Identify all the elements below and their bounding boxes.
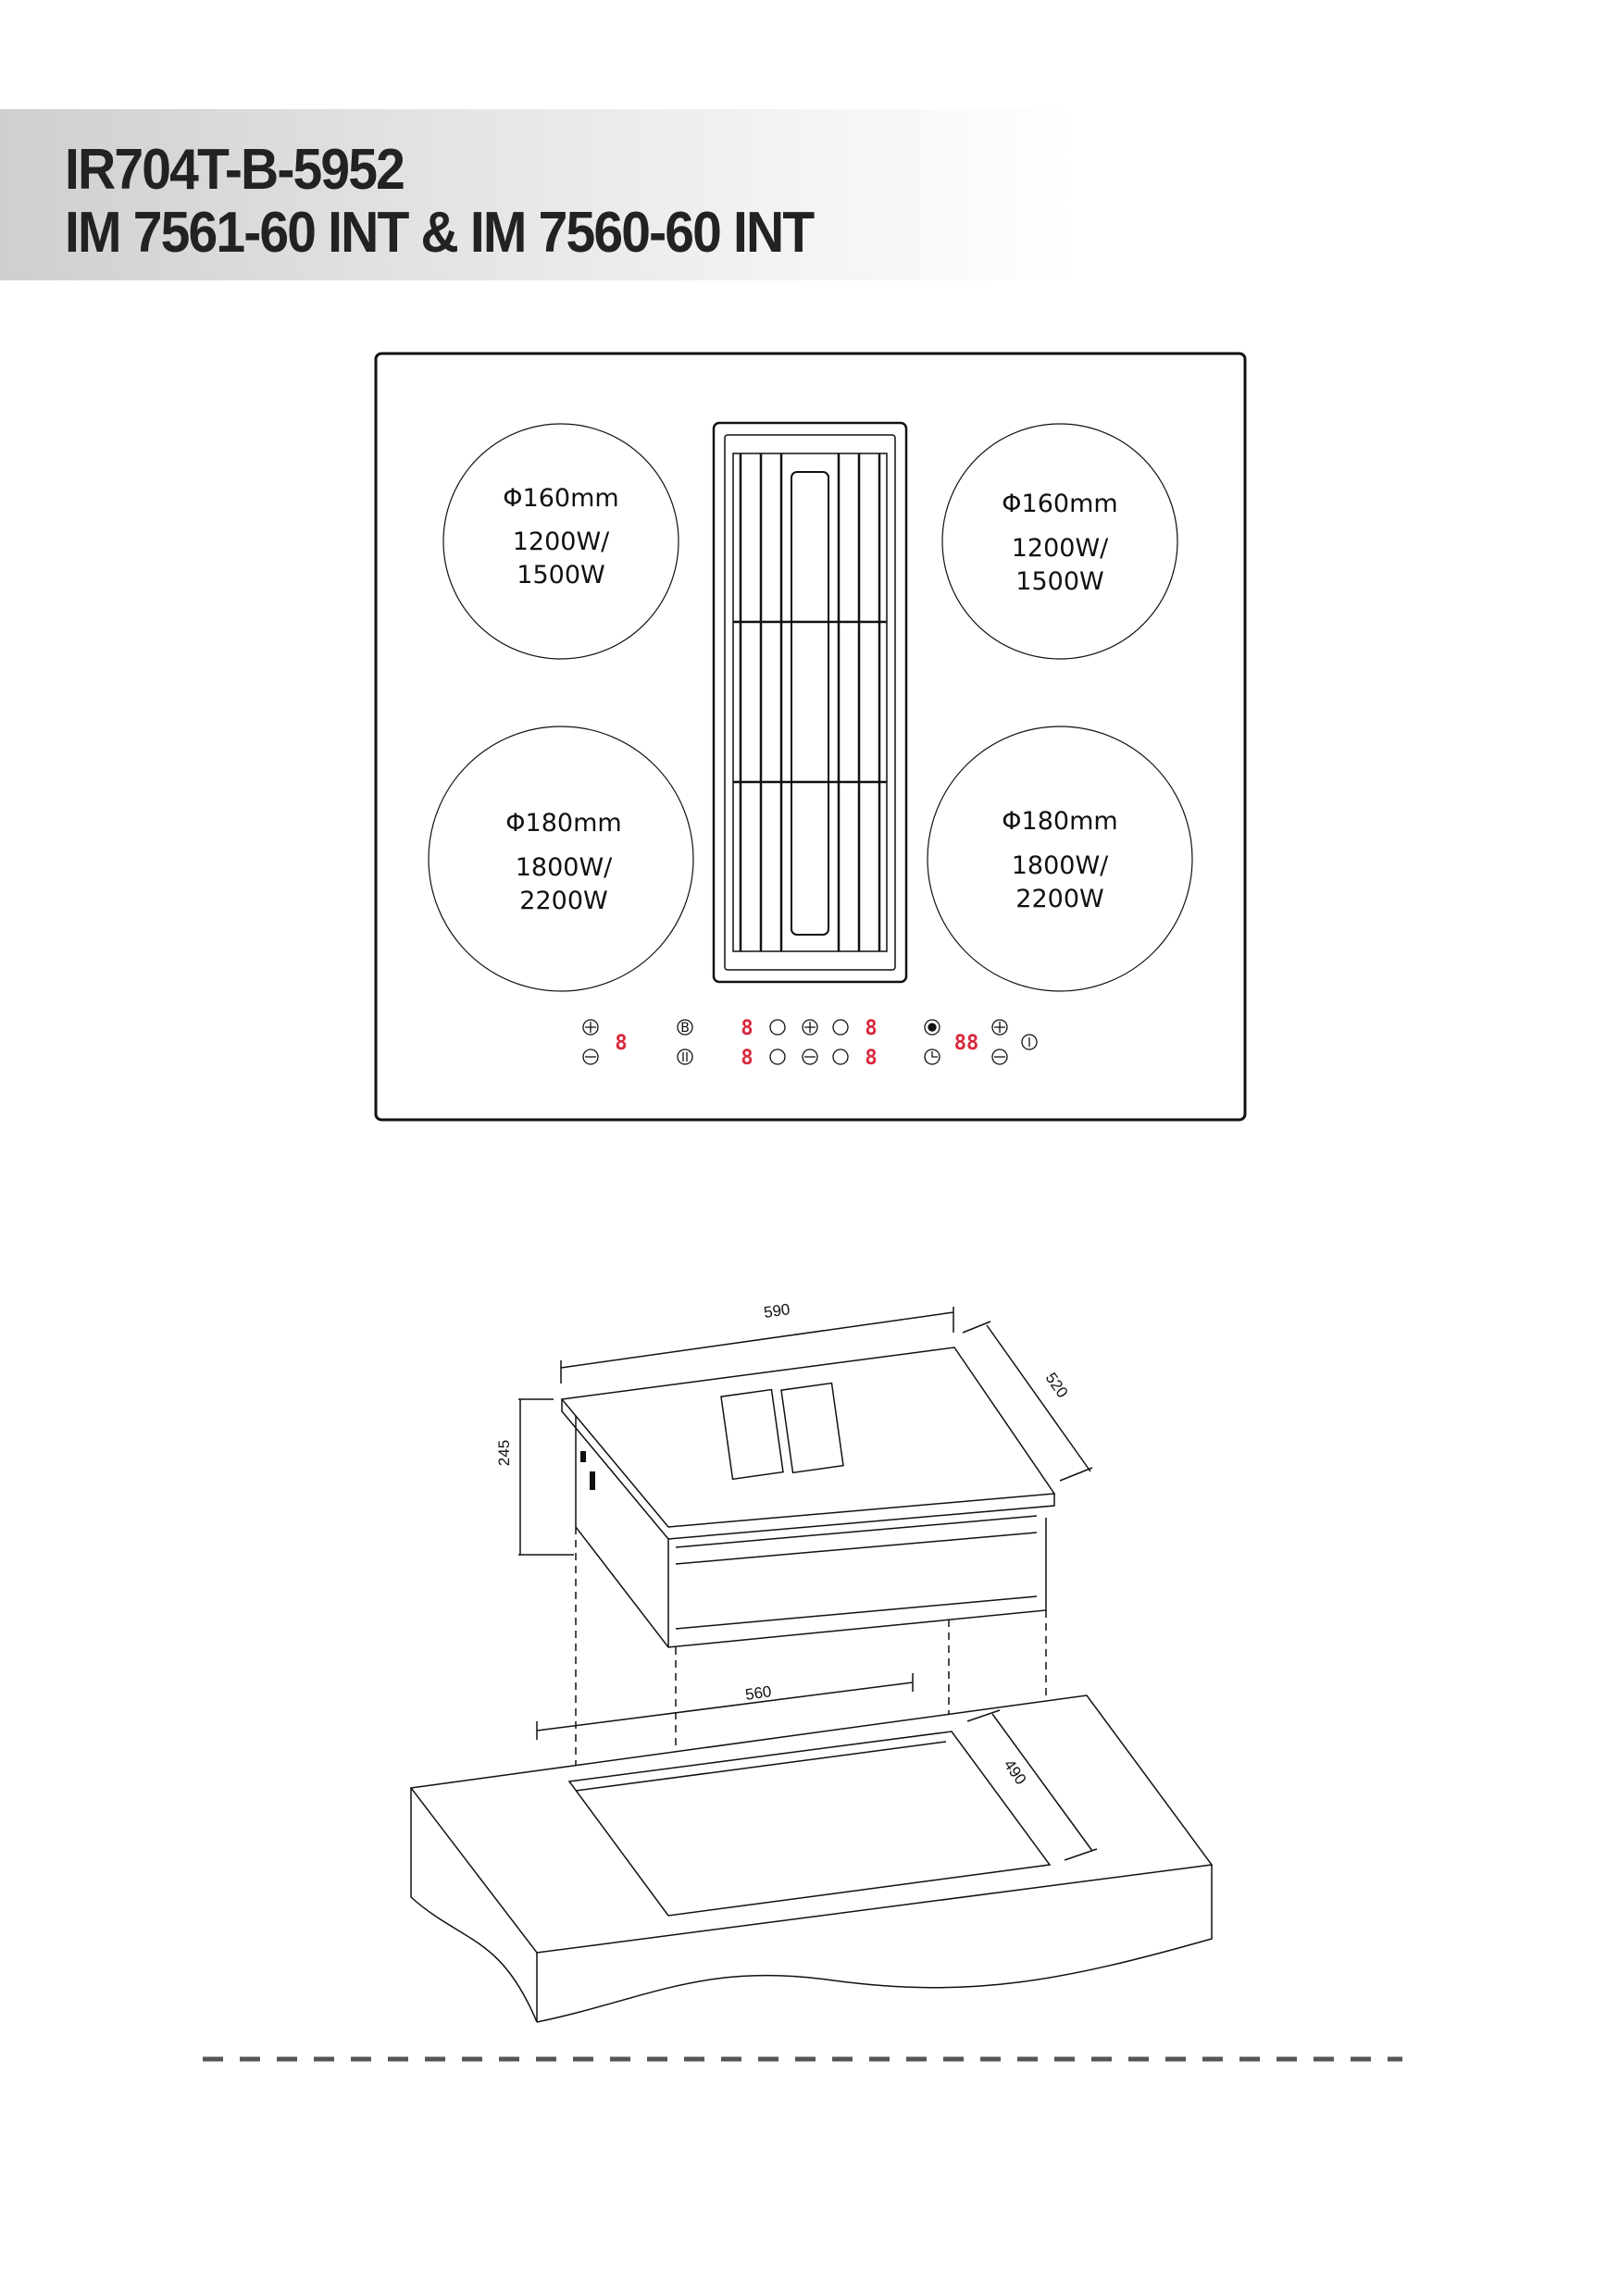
- timer-display: 88: [954, 1032, 979, 1055]
- vent-grille: [712, 421, 908, 984]
- zone-select-icon: [832, 1019, 849, 1036]
- zone-power: 1200W/: [1012, 534, 1109, 563]
- zone-power: 2200W: [1015, 885, 1103, 913]
- zone-display: 8: [865, 1047, 877, 1070]
- zone-power: 1800W/: [1012, 851, 1109, 880]
- zone-diameter: Φ180mm: [505, 809, 621, 838]
- zone-select-icon: [832, 1049, 849, 1065]
- zone-diameter: Φ160mm: [1002, 490, 1117, 518]
- zone-diameter: Φ180mm: [1002, 807, 1117, 836]
- model-names: IM 7561-60 INT & IM 7560-60 INT: [65, 201, 815, 265]
- zone-select-icon: [769, 1019, 786, 1036]
- zone-circle-top-right: [941, 423, 1178, 660]
- zone-circle-bottom-right: [927, 726, 1193, 992]
- control-panel: [582, 1019, 1038, 1065]
- power-icon: [1021, 1034, 1038, 1050]
- pause-icon: [677, 1049, 693, 1065]
- zone-power: 1800W/: [516, 853, 613, 882]
- zone-power: 1500W: [1015, 567, 1103, 596]
- zone-display: 8: [865, 1017, 877, 1040]
- zone-power: 1500W: [517, 561, 604, 590]
- zone-power: 2200W: [519, 887, 607, 915]
- zone-display: 8: [741, 1047, 753, 1070]
- plus-icon: [582, 1019, 599, 1036]
- installation-drawing: [409, 1307, 1214, 2023]
- dimension-depth: 520: [1042, 1370, 1072, 1401]
- dimension-width: 590: [763, 1300, 791, 1322]
- boost-label: B: [680, 1021, 690, 1036]
- zone-circle-bottom-left: [428, 726, 694, 992]
- hob-top-view: [374, 352, 1247, 1122]
- minus-icon: [991, 1049, 1008, 1065]
- zone-select-icon: [769, 1049, 786, 1065]
- zone-display: 8: [615, 1032, 627, 1055]
- timer-icon: [924, 1049, 940, 1065]
- boost-icon: [677, 1019, 693, 1036]
- zone-display: 8: [741, 1017, 753, 1040]
- zone-diameter: Φ160mm: [503, 484, 618, 513]
- plus-icon: [991, 1019, 1008, 1036]
- zone-power: 1200W/: [513, 527, 610, 556]
- dimension-height: 245: [495, 1440, 513, 1466]
- minus-icon: [582, 1049, 599, 1065]
- fan-icon: [924, 1019, 940, 1036]
- zone-circle-top-left: [442, 423, 679, 660]
- header-band: [0, 109, 1074, 280]
- minus-icon: [802, 1049, 818, 1065]
- model-number: IR704T-B-5952: [65, 138, 405, 202]
- dimension-cutout-width: 560: [744, 1682, 773, 1704]
- plus-icon: [802, 1019, 818, 1036]
